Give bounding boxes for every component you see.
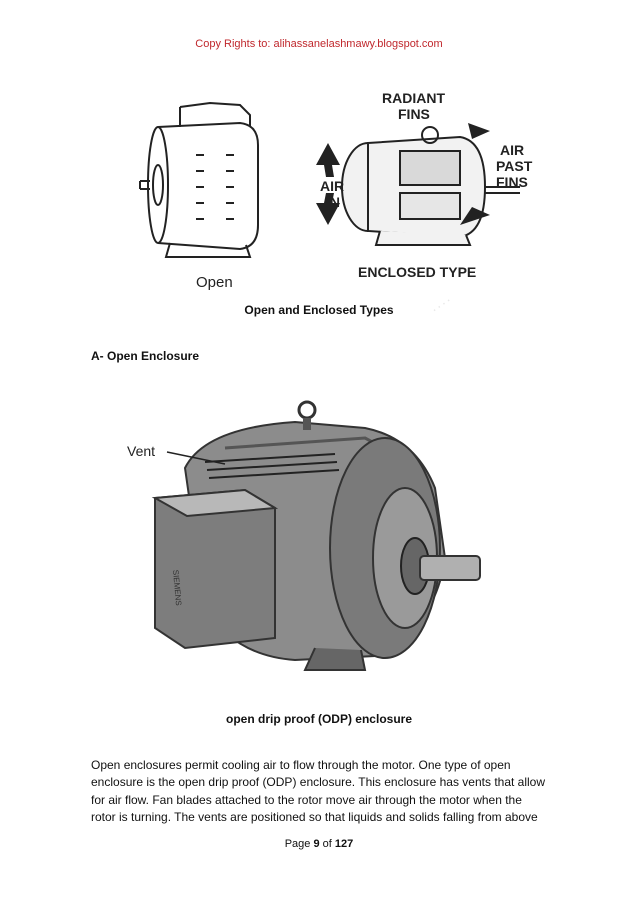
label-past: PAST bbox=[496, 158, 533, 174]
open-enclosed-illustration: Open RADIANT FINS AIR IN AIR PAST FINS E… bbox=[139, 90, 533, 291]
body-paragraph: Open enclosures permit cooling air to fl… bbox=[91, 757, 551, 826]
body-line: rotor is turning. The vents are position… bbox=[91, 809, 538, 824]
body-line: Open enclosures permit cooling air to fl… bbox=[91, 758, 511, 772]
body-line: enclosure is the open drip proof (ODP) e… bbox=[91, 775, 546, 790]
vent-slots bbox=[204, 453, 340, 479]
label-air-in: AIR bbox=[320, 178, 344, 194]
page-number: 9 bbox=[313, 838, 320, 850]
enclosed-motor-drawing bbox=[341, 126, 520, 246]
label-open: Open bbox=[196, 274, 233, 291]
open-enclosed-figure: Open RADIANT FINS AIR IN AIR PAST FINS E… bbox=[100, 75, 540, 297]
label-fins: FINS bbox=[398, 106, 430, 122]
vent-leader-line bbox=[166, 451, 226, 465]
of-label: of bbox=[322, 838, 332, 850]
section-heading: A- Open Enclosure bbox=[91, 349, 200, 363]
open-motor-drawing bbox=[139, 101, 259, 258]
page-total: 127 bbox=[334, 838, 354, 850]
label-vent: Vent bbox=[127, 443, 155, 459]
copyright-header: Copy Rights to: alihassanelashmawy.blogs… bbox=[195, 38, 443, 50]
page-label: Page bbox=[284, 838, 311, 850]
eyebolt bbox=[297, 400, 317, 420]
page-footer: Page 9 of 127 bbox=[0, 838, 638, 850]
label-enclosed-type: ENCLOSED TYPE bbox=[358, 264, 476, 280]
odp-motor-illustration: SIEMENS Vent bbox=[127, 400, 481, 671]
airflow-arrows bbox=[316, 123, 490, 225]
brand-label: SIEMENS bbox=[171, 569, 183, 606]
label-air-right: AIR bbox=[500, 142, 524, 158]
label-radiant: RADIANT bbox=[382, 90, 445, 106]
figure2-caption: open drip proof (ODP) enclosure bbox=[225, 712, 412, 726]
figure1-caption: Open and Enclosed Types bbox=[244, 303, 394, 317]
label-fins-right: FINS bbox=[496, 174, 528, 190]
odp-motor-figure: SIEMENS Vent bbox=[115, 398, 495, 688]
body-line: for air flow. Fan blades attached to the… bbox=[91, 792, 522, 807]
motor-shaft bbox=[419, 555, 481, 581]
